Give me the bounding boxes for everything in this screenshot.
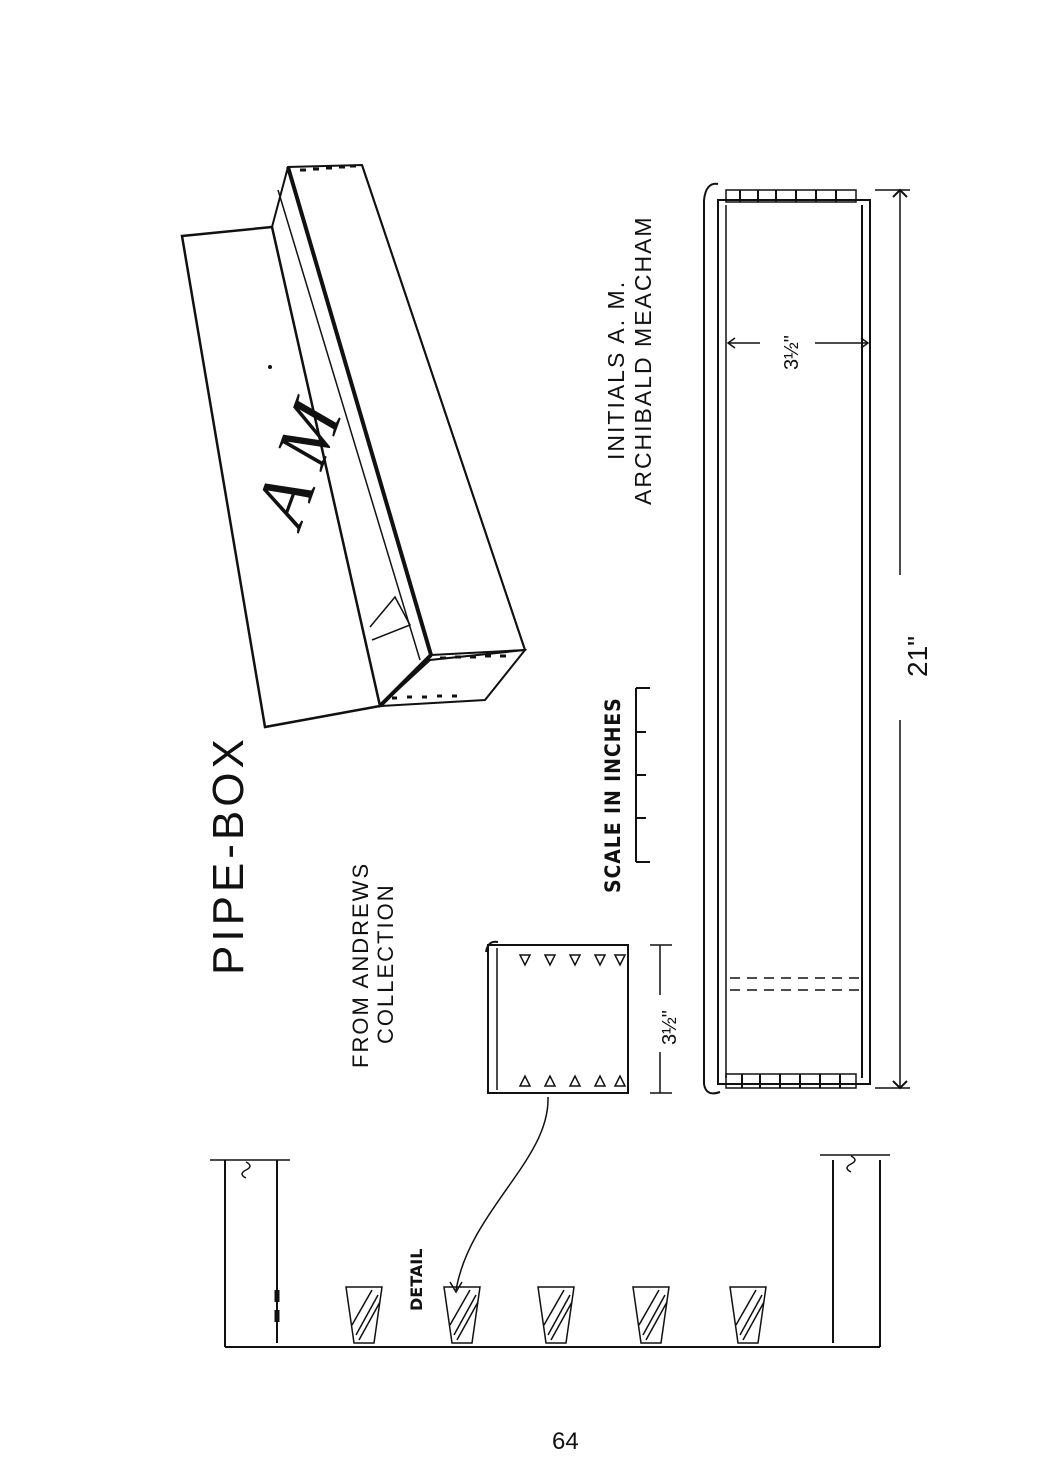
initials-line-2: ARCHIBALD MEACHAM: [632, 215, 655, 505]
detail-label: DETAIL: [409, 1249, 425, 1311]
initials-line-1: INITIALS A. M.: [605, 280, 628, 460]
drawing-title: PIPE-BOX: [207, 735, 251, 975]
scale-bar: [636, 688, 650, 862]
pipe-box-sketch: A M: [182, 165, 525, 727]
depth-dimension-top: 3½": [782, 335, 802, 370]
depth-dimension-bottom: 3½": [660, 1010, 680, 1045]
detail-section: [210, 1155, 890, 1347]
source-line-2: COLLECTION: [375, 883, 397, 1044]
page-number: 64: [552, 1428, 579, 1456]
source-line-1: FROM ANDREWS: [350, 862, 372, 1068]
length-dimension: 21": [904, 636, 932, 677]
scale-label: SCALE IN INCHES: [603, 697, 624, 893]
end-elevation: [450, 942, 672, 1292]
side-elevation: [704, 184, 910, 1094]
monogram-initials: A M: [237, 387, 360, 540]
